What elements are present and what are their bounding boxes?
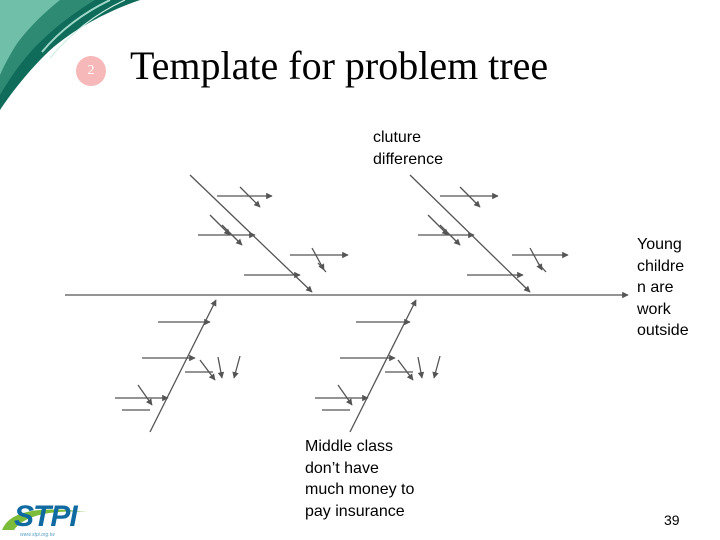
logo-swoosh-icon	[2, 509, 88, 530]
corner-banner-graphic	[0, 0, 140, 110]
stpi-logo: STPI www.stpi.org.tw	[0, 496, 92, 540]
bone-lower-right	[349, 299, 417, 433]
page-number: 39	[664, 512, 680, 528]
logo-url: www.stpi.org.tw	[20, 532, 55, 538]
cause-label-top: cluture difference	[373, 129, 443, 168]
cause-label-bottom: Middle class don’t have much money to pa…	[305, 438, 415, 520]
slide-title: Template for problem tree	[130, 43, 549, 88]
effect-label: Young childre n are work outside	[637, 236, 689, 339]
slide-number-badge: 2	[76, 56, 106, 86]
bone-lower-left	[149, 299, 217, 433]
logo-text: STPI	[14, 500, 78, 533]
